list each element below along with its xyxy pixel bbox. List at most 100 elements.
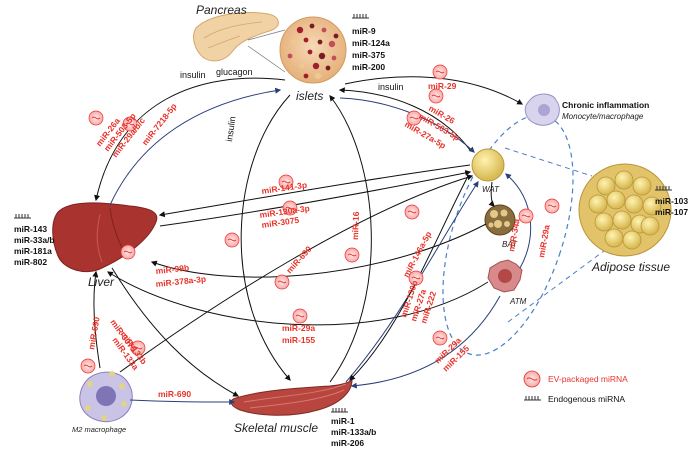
zoom-line <box>507 247 609 323</box>
ev-rna-strand-icon <box>285 206 295 210</box>
endogenous-adipose-1: miR-103 <box>655 196 688 206</box>
arrow-wat-muscle <box>349 175 469 381</box>
insulin-label-mid: insulin <box>224 116 237 143</box>
endogenous-liver-4: miR-802 <box>14 257 47 267</box>
arrow-liver-wat <box>159 169 472 227</box>
islet-cell <box>296 26 304 34</box>
islet-cell <box>287 53 293 59</box>
islet-cell <box>290 38 298 46</box>
endogenous-islets-3: miR-375 <box>352 50 385 60</box>
islet-cell <box>331 55 337 61</box>
skeletal-muscle-illustration <box>230 378 353 416</box>
arrow-wat-islets <box>338 87 471 151</box>
m2-macrophage-label: M2 macrophage <box>72 425 126 434</box>
bat-label: BAT <box>502 240 518 249</box>
ev-label-m2-muscle-1: miR-690 <box>158 389 191 399</box>
arrow-liver-islets <box>109 87 282 206</box>
ev-rna-strand-icon <box>125 122 135 126</box>
endogenous-islets-4: miR-200 <box>352 62 385 72</box>
islet-cell <box>333 33 339 39</box>
endogenous-adipose-2: miR-107 <box>655 207 688 217</box>
ev-rna-strand-icon <box>547 204 557 208</box>
islet-cell <box>309 23 315 29</box>
endogenous-liver-2: miR-33a/b <box>14 235 55 245</box>
arrow-atm-muscle <box>350 295 501 389</box>
arrow-muscle-islets <box>329 95 372 383</box>
islet-cell <box>321 27 327 33</box>
ev-label-atm-wat-1: miR-29a <box>536 224 552 259</box>
arrow-liver-muscle <box>111 267 240 397</box>
fat-cell <box>614 170 634 190</box>
pancreas-label: Pancreas <box>196 3 247 17</box>
islet-cell <box>312 62 320 70</box>
fat-cell <box>640 216 660 236</box>
ev-rna-strand-icon <box>133 346 143 350</box>
legend: EV-packaged miRNA Endogenous miRNA <box>523 370 628 404</box>
monocyte-illustration <box>524 93 560 126</box>
ev-rna-strand-icon <box>435 336 445 340</box>
islet-cell <box>325 65 331 71</box>
endogenous-liver-1: miR-143 <box>14 224 47 234</box>
arrows-group <box>92 76 532 405</box>
endogenous-mirna-icon <box>655 186 672 191</box>
zoom-line <box>504 147 593 177</box>
ev-rna-strand-icon <box>83 364 93 368</box>
islet-cell <box>328 40 336 48</box>
adipose-tissue-label: Adipose tissue <box>591 260 670 274</box>
ev-label-muscle-wat-1: miR-690 <box>284 244 314 275</box>
islet-cell <box>295 51 301 57</box>
legend-ev-label: EV-packaged miRNA <box>548 374 628 384</box>
arrow-m2-liver <box>92 270 101 369</box>
fat-cell <box>606 190 626 210</box>
arrow-islets-inflammation <box>344 76 524 105</box>
endogenous-mirna-icon <box>14 214 31 219</box>
fat-cell <box>612 210 632 230</box>
atm-cell <box>487 259 523 293</box>
islet-cell <box>303 37 309 43</box>
insulin-label-right: insulin <box>378 82 404 92</box>
islet-cell <box>318 52 326 60</box>
endogenous-muscle-1: miR-1 <box>331 416 355 426</box>
arrow-islets-liver <box>94 77 286 202</box>
adipose-dashed-region <box>442 114 574 356</box>
arrow-wat-liver <box>158 164 471 218</box>
arrow-wat-bat <box>488 181 495 207</box>
glucagon-label: glucagon <box>216 67 253 77</box>
liver-label: Liver <box>88 275 115 289</box>
endogenous-islets-1: miR-9 <box>352 26 376 36</box>
zoom-line <box>247 29 286 41</box>
fat-cell <box>624 194 644 214</box>
ev-label-m2-liver-1: miR-690 <box>86 316 102 351</box>
ev-label-islets-inflam-1: miR-29 <box>428 81 457 91</box>
insulin-label-left: insulin <box>180 70 206 80</box>
ev-label-atm-liver-1: miR-29a <box>282 323 315 333</box>
ev-label-bat-liver-1: miR-99b <box>155 263 189 276</box>
fat-cell <box>622 230 642 250</box>
ev-rna-strand-icon <box>277 280 287 284</box>
arrow-m2-wat <box>119 174 474 373</box>
fat-cell <box>642 196 662 216</box>
islet-cell <box>307 49 313 55</box>
fat-cell <box>594 212 614 232</box>
ev-label-bat-liver-2: miR-378a-3p <box>155 274 206 289</box>
ev-rna-strand-icon <box>435 70 445 74</box>
ev-rna-strand-icon <box>431 94 441 98</box>
ev-rna-strand-icon <box>123 250 133 254</box>
endogenous-islets-2: miR-124a <box>352 38 390 48</box>
atm-label: ATM <box>509 297 527 306</box>
adipose-tissue-illustration <box>578 163 672 257</box>
arrow-m2-muscle <box>129 398 236 405</box>
arrow-bat-liver <box>150 223 487 278</box>
endogenous-mirna-icon <box>331 408 348 413</box>
ev-rna-strand-icon <box>281 180 291 184</box>
wat-cell <box>471 148 505 182</box>
ev-rna-strand-icon <box>521 214 531 218</box>
ev-icons-group <box>80 64 560 374</box>
pancreas-illustration <box>193 12 279 62</box>
islet-cell <box>299 63 305 69</box>
islet-cell <box>303 73 309 79</box>
ev-rna-strand-icon <box>91 116 101 120</box>
ev-rna-strand-icon <box>409 116 419 120</box>
endogenous-muscle-3: miR-206 <box>331 438 364 448</box>
